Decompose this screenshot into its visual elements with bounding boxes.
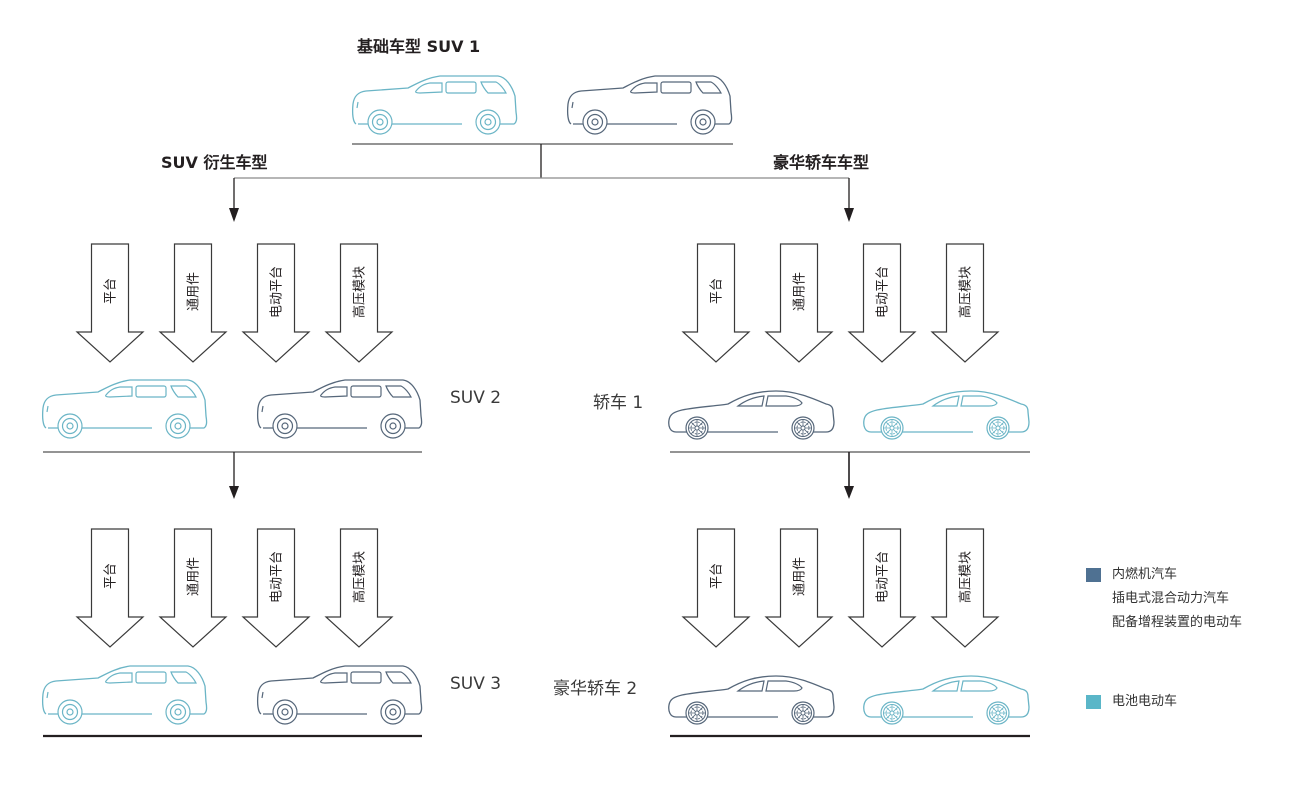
branch-right-arrowhead-icon [844, 208, 854, 222]
sedan1-bev-car [863, 390, 1030, 440]
sedan-row2-module-arrow-icon [930, 528, 1000, 648]
suv-row1-module-arrow-icon [75, 243, 145, 363]
suv-row1-module-arrow-icon [158, 243, 228, 363]
sedan2-ice-car [668, 675, 835, 725]
suv3-label: SUV 3 [450, 674, 502, 694]
suv-row2-module-label: 平台 [104, 563, 119, 589]
suv-row1-module-label: 电动平台 [270, 266, 285, 318]
suv-row1-module-label: 高压模块 [352, 266, 368, 318]
legend-bev-line-1: 电池电动车 [1112, 694, 1178, 709]
base-model-title: 基础车型 SUV 1 [357, 37, 481, 56]
suv-branch-heading: SUV 衍生车型 [161, 153, 268, 172]
suv-row2-module-label: 通用件 [187, 557, 202, 596]
sedan-row2-module-label: 平台 [710, 563, 725, 589]
base-suv-ice-car [566, 75, 733, 135]
sedan-row1-module-arrow-icon [681, 243, 751, 363]
suv-row2-module-label: 电动平台 [270, 551, 285, 603]
sedan-row1-module-arrow-icon [930, 243, 1000, 363]
suv-row1-module-arrow-icon [241, 243, 311, 363]
legend-ice-swatch [1086, 568, 1101, 582]
suv3-ice-car [256, 665, 423, 725]
legend-bev-entry: 电池电动车 [1112, 690, 1177, 714]
sedan1-label: 轿车 1 [593, 393, 644, 413]
suv-row2-module-arrow-icon [241, 528, 311, 648]
suv2-ice-car [256, 379, 423, 439]
sedan-row2-module-arrow-icon [681, 528, 751, 648]
sedan1-ice-car [668, 390, 835, 440]
sedan-row1-module-arrow-icon [847, 243, 917, 363]
sedan-row1-module-label: 高压模块 [958, 266, 974, 318]
sedan1-down-arrowhead-icon [844, 486, 854, 499]
suv-row2-module-arrow-icon [75, 528, 145, 648]
legend-ice-line-1: 内燃机汽车 [1112, 567, 1178, 582]
sedan-branch-heading: 豪华轿车车型 [773, 153, 870, 172]
legend-ice-line-3: 配备增程装置的电动车 [1112, 615, 1243, 630]
suv-row2-module-arrow-icon [324, 528, 394, 648]
suv-row1-module-label: 平台 [104, 278, 119, 304]
suv-row2-module-label: 高压模块 [352, 551, 368, 603]
suv-row1-module-arrow-icon [324, 243, 394, 363]
sedan-row1-module-label: 电动平台 [876, 266, 891, 318]
suv-row2-module-arrow-icon [158, 528, 228, 648]
sedan2-label: 豪华轿车 2 [553, 679, 638, 699]
sedan-row1-module-arrow-icon [764, 243, 834, 363]
suv-row1-module-label: 通用件 [187, 272, 202, 311]
sedan-row2-module-label: 通用件 [793, 557, 808, 596]
sedan-row1-module-label: 通用件 [793, 272, 808, 311]
suv2-bev-car [41, 379, 208, 439]
sedan2-bev-car [863, 675, 1030, 725]
suv3-bev-car [41, 665, 208, 725]
suv2-down-arrowhead-icon [229, 486, 239, 499]
sedan-row2-module-arrow-icon [847, 528, 917, 648]
branch-left-arrowhead-icon [229, 208, 239, 222]
sedan-row1-module-label: 平台 [710, 278, 725, 304]
suv2-label: SUV 2 [450, 388, 502, 408]
sedan-row2-module-label: 电动平台 [876, 551, 891, 603]
sedan-row2-module-arrow-icon [764, 528, 834, 648]
legend-bev-swatch [1086, 695, 1101, 709]
base-suv-bev-car [351, 75, 518, 135]
sedan-row2-module-label: 高压模块 [958, 551, 974, 603]
legend-ice-entry: 内燃机汽车 插电式混合动力汽车 配备增程装置的电动车 [1112, 563, 1242, 635]
legend-ice-line-2: 插电式混合动力汽车 [1112, 591, 1230, 606]
